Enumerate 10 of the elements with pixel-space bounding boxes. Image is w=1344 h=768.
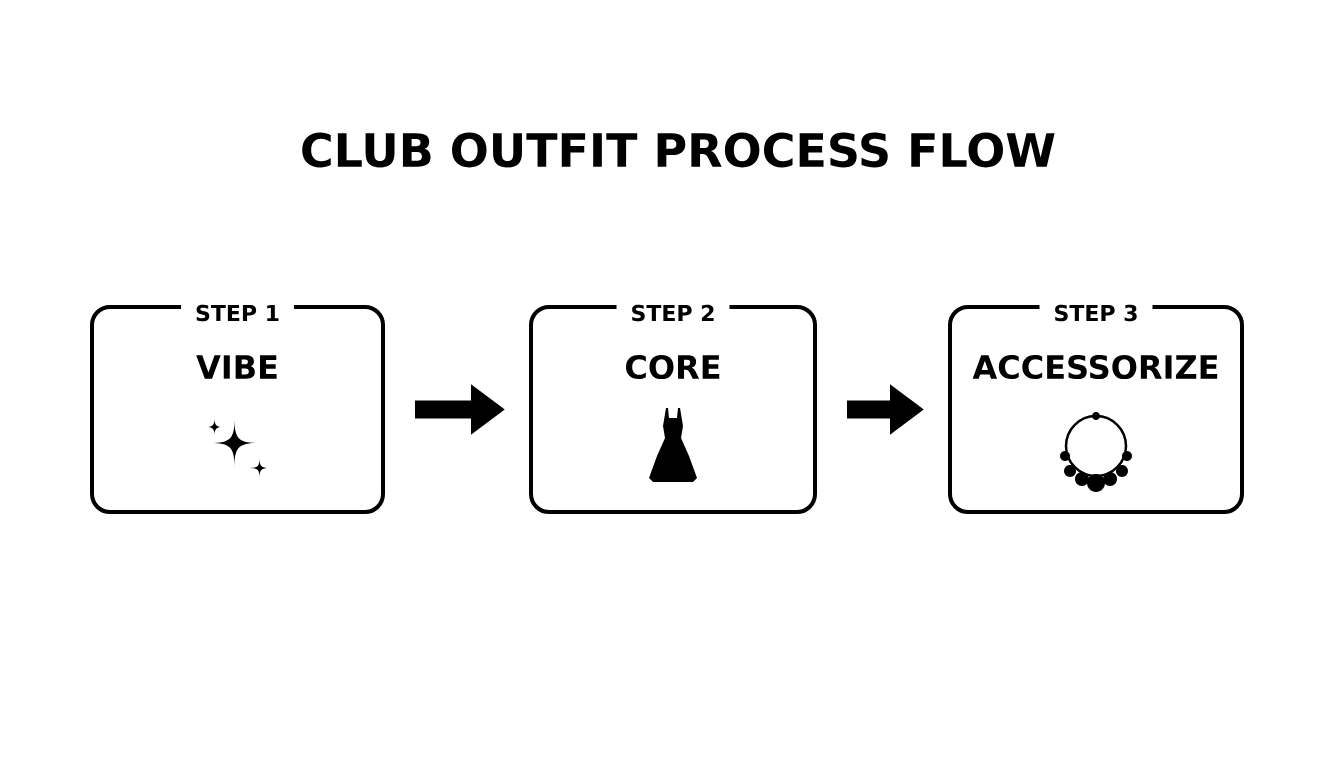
step-box bbox=[90, 305, 385, 514]
step-title: VIBE bbox=[196, 355, 277, 379]
step-box bbox=[948, 305, 1244, 514]
step-box bbox=[529, 305, 817, 514]
step-label: STEP 3 bbox=[1039, 302, 1153, 324]
step-title: CORE bbox=[626, 354, 720, 380]
step-title: ACCESSORIZE bbox=[972, 354, 1218, 380]
title: CLUB OUTFIT PROCESS FLOW bbox=[302, 132, 1055, 168]
step-label: STEP 2 bbox=[616, 302, 730, 324]
step-label: STEP 1 bbox=[181, 302, 294, 324]
